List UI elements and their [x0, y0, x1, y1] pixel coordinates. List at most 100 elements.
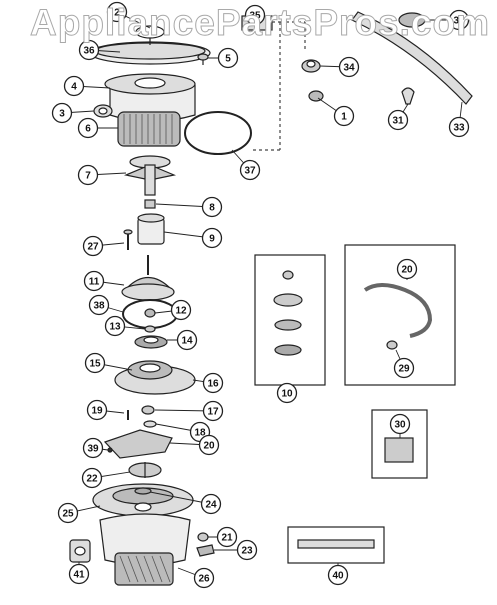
callout-34: 34 [338, 56, 360, 78]
part-13-washer [144, 325, 156, 333]
callout-number: 27 [87, 242, 99, 253]
callout-number: 31 [392, 116, 404, 127]
callout-35: 35 [244, 4, 266, 26]
callout-number: 13 [109, 322, 121, 333]
callout-number: 38 [93, 301, 105, 312]
part-10-kit-box [254, 254, 326, 386]
callout-4: 4 [63, 75, 85, 97]
part-27-screw [123, 229, 133, 250]
callout-circle [82, 235, 104, 257]
part-12-seal [144, 308, 156, 318]
callout-15: 15 [84, 352, 106, 374]
callout-number: 41 [73, 570, 85, 581]
callout-circle [217, 47, 239, 69]
part-5-screw [197, 53, 209, 65]
callout-20: 20 [198, 434, 220, 456]
callout-number: 32 [453, 16, 465, 27]
callout-circle [193, 567, 215, 589]
part-20-bracket [103, 429, 173, 459]
part-3-ring [93, 104, 113, 118]
callout-22: 22 [81, 467, 103, 489]
callout-12: 12 [170, 299, 192, 321]
callout-number: 25 [62, 509, 74, 520]
callout-41: 41 [68, 563, 90, 585]
callout-number: 15 [89, 359, 101, 370]
callout-20: 20 [396, 258, 418, 280]
callout-circle [202, 400, 224, 422]
callout-8: 8 [201, 196, 223, 218]
callout-13: 13 [104, 315, 126, 337]
callout-circle [68, 563, 90, 585]
callout-circle [202, 372, 224, 394]
part-14-seal [134, 335, 168, 349]
callout-33: 33 [448, 116, 470, 138]
callout-number: 11 [89, 277, 100, 288]
callout-circle [83, 270, 105, 292]
callout-number: 36 [83, 46, 95, 57]
callout-circle [81, 467, 103, 489]
callout-number: 10 [281, 389, 293, 400]
callout-circle [104, 315, 126, 337]
callout-number: 37 [244, 166, 256, 177]
part-18-washer [143, 420, 157, 428]
callout-circle [448, 9, 470, 31]
part-25-sump [92, 483, 194, 517]
callout-circle [396, 258, 418, 280]
callout-circle [84, 352, 106, 374]
callout-2: 2 [106, 1, 128, 23]
part-26-motor [99, 513, 191, 586]
callout-circle [86, 399, 108, 421]
part-6-filter-screen [117, 111, 181, 147]
callout-26: 26 [193, 567, 215, 589]
callout-21: 21 [216, 526, 238, 548]
callout-19: 19 [86, 399, 108, 421]
callout-number: 12 [175, 306, 187, 317]
callout-40: 40 [327, 564, 349, 586]
callout-number: 2 [114, 8, 120, 19]
callout-circle [78, 39, 100, 61]
callout-1: 1 [333, 105, 355, 127]
part-7-impeller [123, 155, 177, 196]
callout-5: 5 [217, 47, 239, 69]
callout-circle [387, 109, 409, 131]
callout-circle [327, 564, 349, 586]
callout-circle [216, 526, 238, 548]
part-24-seal [134, 487, 152, 495]
callout-circle [338, 56, 360, 78]
callout-circle [239, 159, 261, 181]
callout-25: 25 [57, 502, 79, 524]
part-17-clip [141, 405, 155, 415]
callout-circle [201, 227, 223, 249]
callout-27: 27 [82, 235, 104, 257]
part-30-component-box [371, 409, 428, 479]
callout-17: 17 [202, 400, 224, 422]
callout-37: 37 [239, 159, 261, 181]
dashed-assembly-lines [250, 21, 306, 151]
part-41-gasket [69, 539, 91, 563]
callout-23: 23 [236, 539, 258, 561]
callout-circle [57, 502, 79, 524]
callout-circle [170, 299, 192, 321]
callout-circle [333, 105, 355, 127]
callout-31: 31 [387, 109, 409, 131]
part-4-pump-cover [104, 73, 196, 123]
callout-30: 30 [389, 413, 411, 435]
callout-number: 21 [221, 533, 233, 544]
callout-number: 33 [453, 123, 465, 134]
callout-number: 5 [225, 54, 231, 65]
callout-number: 7 [85, 171, 91, 182]
callout-number: 8 [209, 203, 215, 214]
callout-6: 6 [77, 117, 99, 139]
callout-number: 1 [341, 112, 347, 123]
callout-number: 22 [86, 474, 98, 485]
part-34-nut [301, 59, 321, 73]
callout-16: 16 [202, 372, 224, 394]
part-8-nut [144, 199, 156, 209]
callout-39: 39 [82, 437, 104, 459]
callout-number: 4 [71, 82, 77, 93]
callout-number: 23 [241, 546, 253, 557]
callout-circle [88, 294, 110, 316]
callout-number: 3 [59, 109, 65, 120]
callout-circle [276, 382, 298, 404]
callout-number: 20 [401, 265, 413, 276]
